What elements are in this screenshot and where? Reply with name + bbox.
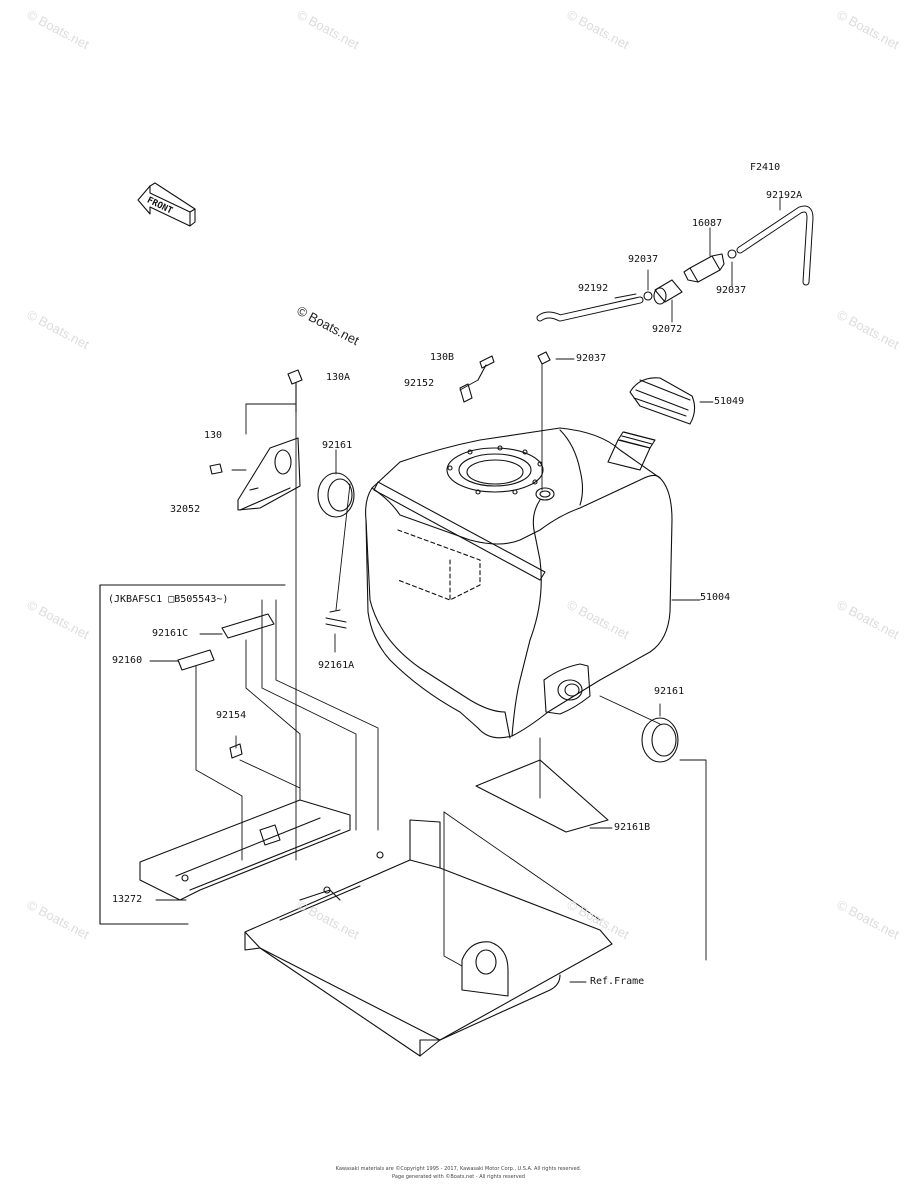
label-92192A: 92192A — [766, 190, 803, 201]
label-92161C: 92161C — [152, 628, 189, 639]
label-92192: 92192 — [578, 283, 609, 294]
label-92037-b: 92037 — [576, 353, 607, 364]
grommet-92161-right — [641, 717, 679, 763]
label-92161B: 92161B — [614, 822, 651, 833]
label-92037-a: 92037 — [628, 254, 659, 265]
label-51004: 51004 — [700, 592, 731, 603]
label-16087: 16087 — [692, 218, 723, 229]
hose-92192 — [536, 296, 644, 322]
label-ref-frame: Ref.Frame — [590, 976, 645, 987]
clip-92037-b — [727, 249, 737, 259]
screw-92154 — [229, 743, 243, 759]
fitting-92072 — [653, 279, 683, 305]
footer-generated: Page generated with ©Boats.net - All rig… — [392, 1174, 525, 1180]
front-arrow-icon — [137, 182, 196, 227]
tray-13272 — [139, 799, 351, 901]
bolt-130 — [209, 463, 223, 475]
label-13272: 13272 — [112, 894, 143, 905]
label-130B: 130B — [430, 352, 455, 363]
footer-copyright: Kawasaki materials are ©Copyright 1995 -… — [335, 1166, 582, 1172]
bolt-130B — [477, 355, 495, 381]
variant-box — [99, 584, 189, 925]
label-92161-right: 92161 — [654, 686, 685, 697]
figure-code: F2410 — [750, 162, 781, 173]
clip-92037-a — [643, 291, 653, 301]
leader-lines — [149, 197, 781, 983]
cap-51049 — [629, 377, 696, 425]
label-130: 130 — [204, 430, 223, 441]
label-130A: 130A — [326, 372, 351, 383]
pad-92161C — [221, 613, 275, 639]
label-92072: 92072 — [652, 324, 683, 335]
bracket-32052 — [237, 437, 301, 511]
label-variant-note: (JKBAFSC1 □B505543~) — [108, 594, 229, 605]
label-51049: 51049 — [714, 396, 745, 407]
bolt-130A — [287, 369, 303, 413]
pad-92160 — [177, 649, 215, 671]
label-92037-c: 92037 — [716, 285, 747, 296]
hose-92192A — [736, 205, 814, 286]
part-92152 — [459, 383, 473, 403]
part-92161A — [325, 609, 347, 629]
clip-92037-c — [537, 351, 551, 365]
label-92161-top: 92161 — [322, 440, 353, 451]
label-92160: 92160 — [112, 655, 143, 666]
filter-16087 — [683, 253, 725, 283]
frame — [244, 819, 613, 1057]
label-92161A: 92161A — [318, 660, 355, 671]
label-92154: 92154 — [216, 710, 247, 721]
label-32052: 32052 — [170, 504, 201, 515]
fuel-tank — [365, 427, 673, 739]
label-92152: 92152 — [404, 378, 435, 389]
pad-92161B — [475, 759, 609, 833]
